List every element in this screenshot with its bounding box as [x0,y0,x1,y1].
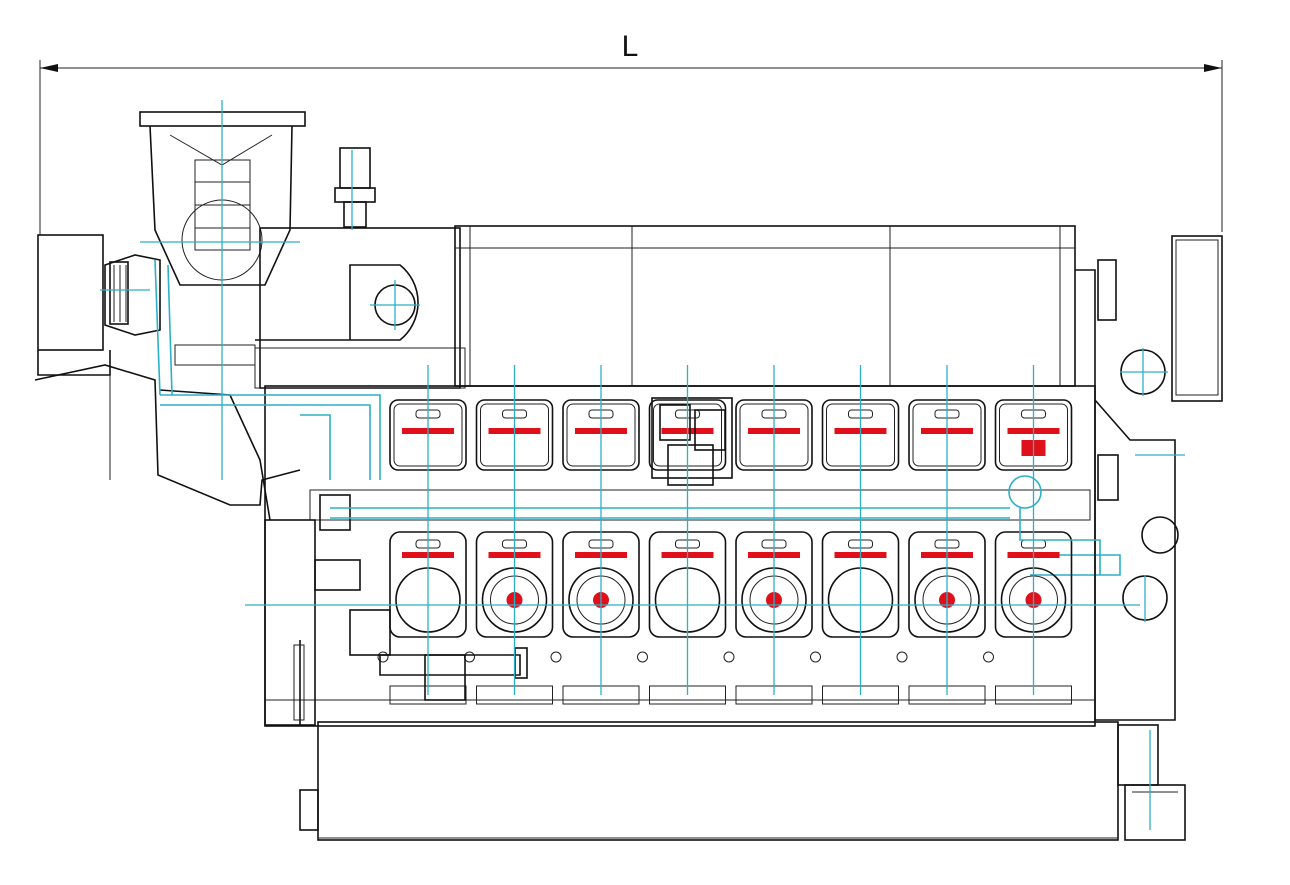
free-end-equipment [1030,235,1223,721]
oil-sump [299,721,1186,841]
bolt [377,651,389,663]
bolt [464,651,475,663]
dimension-label: L [622,30,639,63]
piping [154,259,1101,575]
fuel-governor [651,397,733,486]
bolt [637,651,648,663]
flywheel-housing [264,494,528,726]
centerlines [100,100,1185,830]
upper-doors [389,399,1073,471]
bolt [810,651,821,663]
lower-doors [389,531,1073,638]
bolt [983,651,994,663]
intake-stub [334,147,376,228]
top-cover [454,225,1076,387]
charge-air-cooler [254,227,466,389]
sump-pads [377,651,1072,705]
bolt [550,651,562,663]
bolt [723,651,735,663]
length-dimension: L [39,30,1223,235]
bolt [896,651,908,663]
turbocharger [34,111,306,521]
